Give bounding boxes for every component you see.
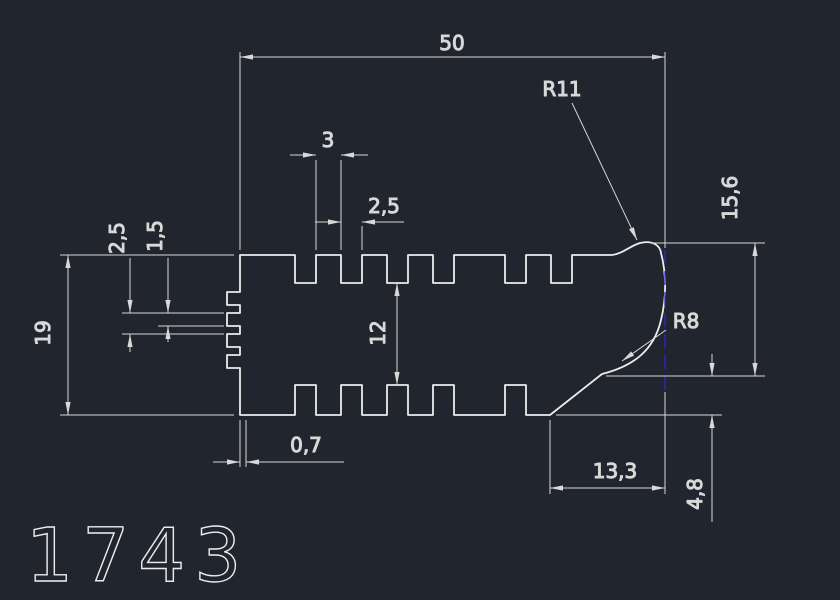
- dim-slot-width: 2,5: [315, 194, 404, 250]
- dim-total-height: 19: [31, 254, 234, 416]
- dim-groove-radius-label: R8: [673, 309, 700, 333]
- dim-nose-height: 4,8: [556, 354, 722, 522]
- dim-right-height: 15,6: [606, 175, 765, 377]
- dim-total-width: 50: [239, 31, 665, 250]
- dim-total-height-label: 19: [31, 320, 55, 345]
- profile-outline: [226, 241, 667, 416]
- dim-slot-width-label: 2,5: [368, 194, 400, 218]
- dim-core-height-label: 12: [366, 320, 390, 345]
- drawing-number: 1743: [26, 513, 250, 599]
- dim-core-height: 12: [366, 283, 400, 385]
- dim-fin-width: 3: [290, 128, 368, 250]
- dim-nose-width-label: 13,3: [593, 459, 638, 483]
- dim-nose-width: 13,3: [549, 420, 665, 494]
- dim-fin-width-label: 3: [322, 128, 335, 152]
- dim-right-height-label: 15,6: [718, 176, 742, 221]
- dim-bottom-offset: 0,7: [213, 420, 344, 467]
- dim-left-tooth-label: 1,5: [143, 220, 167, 252]
- dim-outer-radius: R11: [542, 77, 638, 241]
- dim-total-width-label: 50: [439, 31, 464, 55]
- dim-outer-radius-label: R11: [542, 77, 581, 101]
- dim-nose-height-label: 4,8: [683, 478, 707, 510]
- dim-groove-radius: R8: [621, 309, 700, 362]
- dim-left-teeth: 1,5 2,5: [105, 220, 224, 352]
- dim-left-pitch-label: 2,5: [105, 222, 129, 254]
- dim-bottom-offset-label: 0,7: [290, 433, 322, 457]
